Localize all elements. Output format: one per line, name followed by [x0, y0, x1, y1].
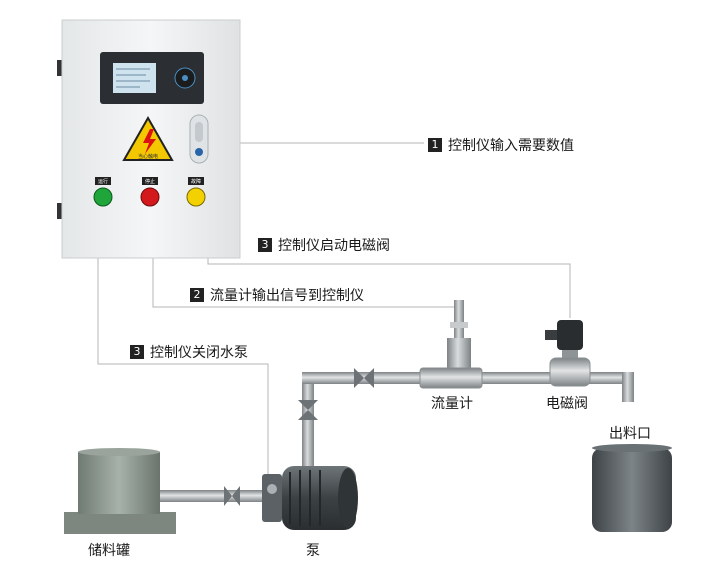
line-step3-pump [97, 258, 269, 478]
pump-label: 泵 [306, 543, 320, 559]
step-3-valve-label: 3 控制仪启动电磁阀 [258, 235, 390, 255]
step-3-valve-text: 控制仪启动电磁阀 [278, 238, 390, 254]
fault-button-label: 故障 [191, 178, 201, 185]
warning-sign: 当心触电 [122, 115, 174, 161]
valve-connector-1 [224, 486, 240, 506]
pump-motor [262, 466, 358, 530]
cabinet-buttons: 运行 停止 故障 [93, 177, 206, 207]
flowmeter-label: 流量计 [431, 396, 473, 412]
solenoid-valve-label: 电磁阀 [546, 396, 588, 412]
valve-connector-2 [298, 400, 318, 420]
run-button-label: 运行 [98, 178, 108, 185]
step-1-text: 控制仪输入需要数值 [448, 138, 574, 154]
solenoid-valve [545, 320, 591, 387]
step-3-pump-label: 3 控制仪关闭水泵 [130, 342, 248, 362]
step-3-pump-number: 3 [130, 345, 144, 359]
yellow-button [186, 187, 206, 207]
pipes [160, 368, 634, 506]
lcd-screen [113, 63, 156, 93]
step-2-label: 2 流量计输出信号到控制仪 [190, 285, 364, 305]
outlet-container [592, 444, 672, 532]
storage-tank [64, 448, 176, 534]
step-3-valve-number: 3 [258, 238, 272, 252]
valve-connector-3 [354, 368, 374, 388]
outlet-label: 出料口 [609, 426, 651, 442]
green-button [93, 187, 113, 207]
flowmeter [419, 300, 483, 389]
red-button [140, 187, 160, 207]
step-2-text: 流量计输出信号到控制仪 [210, 288, 364, 304]
warning-text: 当心触电 [138, 153, 158, 160]
line-step3-valve [207, 258, 571, 318]
step-1-number: 1 [428, 138, 442, 152]
stop-button-label: 停止 [145, 178, 155, 185]
step-3-pump-text: 控制仪关闭水泵 [150, 345, 248, 361]
step-2-number: 2 [190, 288, 204, 302]
step-1-label: 1 控制仪输入需要数值 [428, 135, 574, 155]
storage-tank-label: 储料罐 [88, 543, 130, 559]
connector-lines [97, 142, 571, 478]
